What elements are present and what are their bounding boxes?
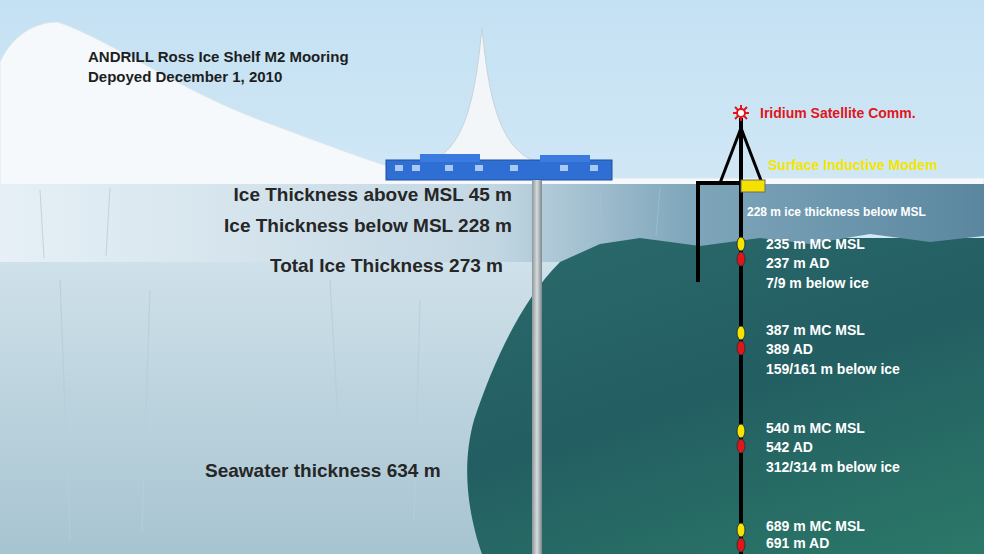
depth-label: 387 m MC MSL bbox=[766, 322, 865, 338]
depth-label: 689 m MC MSL bbox=[766, 518, 865, 534]
modem-label: Surface Inductive Modem bbox=[768, 157, 938, 173]
depth-label: 691 m AD bbox=[766, 535, 829, 551]
depth-label: 389 AD bbox=[766, 341, 813, 357]
ice-dimension: Total Ice Thickness 273 m bbox=[270, 255, 503, 277]
ice-dimension: Ice Thickness below MSL 228 m bbox=[224, 215, 512, 237]
depth-label: 7/9 m below ice bbox=[766, 275, 869, 291]
water-dimension: Seawater thickness 634 m bbox=[205, 460, 441, 482]
depth-label: 235 m MC MSL bbox=[766, 236, 865, 252]
depth-label: 237 m AD bbox=[766, 255, 829, 271]
ice-dimension: Ice Thickness above MSL 45 m bbox=[234, 184, 512, 206]
ice-dimension: 228 m ice thickness below MSL bbox=[747, 206, 926, 220]
depth-label: 159/161 m below ice bbox=[766, 361, 900, 377]
depth-label: 542 AD bbox=[766, 439, 813, 455]
depth-label: 540 m MC MSL bbox=[766, 420, 865, 436]
deploy-date: Depoyed December 1, 2010 bbox=[88, 68, 282, 85]
diagram-title: ANDRILL Ross Ice Shelf M2 Mooring bbox=[88, 48, 349, 65]
satellite-label: Iridium Satellite Comm. bbox=[760, 105, 916, 121]
depth-label: 312/314 m below ice bbox=[766, 459, 900, 475]
